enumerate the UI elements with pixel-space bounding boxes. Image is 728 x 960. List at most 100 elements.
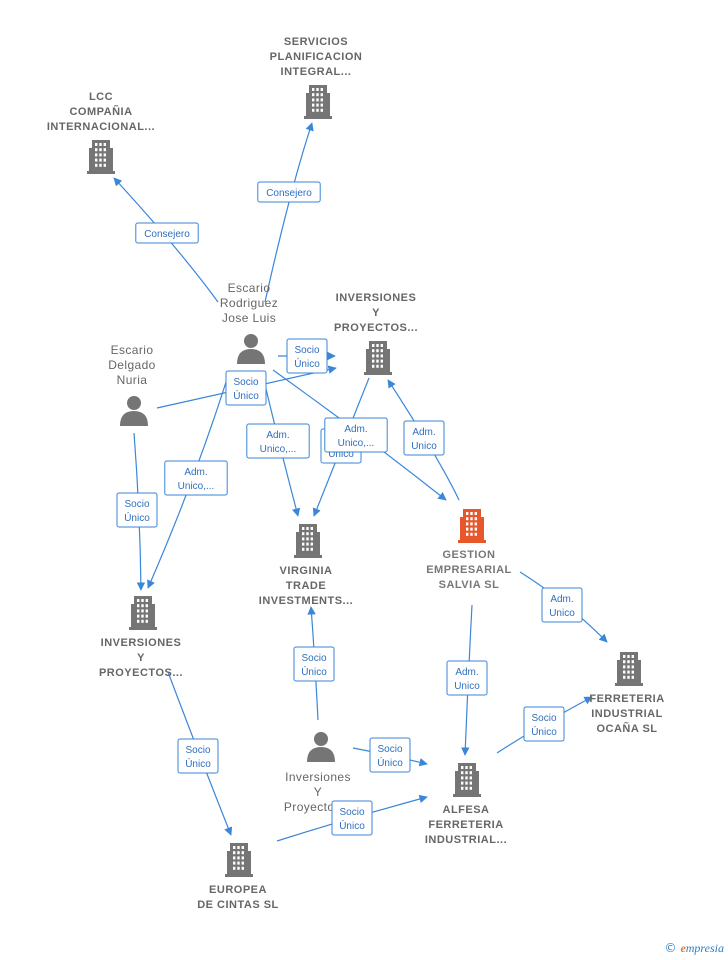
node-label-line: INTEGRAL...: [281, 66, 352, 78]
node-label-line: INVERSIONES: [101, 637, 182, 649]
edge-label-text: Socio: [377, 744, 402, 755]
node-alfesa[interactable]: ALFESA FERRETERIA INDUSTRIAL...: [425, 763, 507, 846]
node-label-line: GESTION: [442, 549, 495, 561]
edge-label-text: Socio: [124, 499, 149, 510]
edge-label-box: [369, 737, 411, 773]
edge-label-box: [403, 420, 445, 456]
building-icon: [453, 763, 481, 797]
node-label-line: INVESTMENTS...: [259, 595, 353, 607]
building-icon: [364, 341, 392, 375]
edge-label-box: [446, 660, 488, 696]
edge-label-text: Único: [339, 819, 365, 832]
node-label-line: EMPRESARIAL: [426, 564, 512, 576]
edge-label-box: [541, 587, 583, 623]
edge-label-text: Unico: [411, 441, 437, 452]
edge-label-text: Único: [185, 757, 211, 770]
node-label-line: TRADE: [286, 580, 326, 592]
edge-label[interactable]: Consejero: [135, 222, 199, 244]
edge-label-text: Adm.: [266, 430, 289, 441]
node-label-line: OCAÑA SL: [596, 722, 657, 735]
node-lcc[interactable]: LCCCOMPAÑIAINTERNACIONAL...: [47, 91, 155, 174]
node-label-line: COMPAÑIA: [69, 105, 132, 118]
edge-label-text: Socio: [339, 807, 364, 818]
node-label-line: DE CINTAS SL: [197, 899, 279, 911]
brand-logo-text: mpresia: [685, 941, 724, 955]
edge-label[interactable]: Adm.Unico,...: [246, 423, 310, 459]
node-label-line: PROYECTOS...: [334, 322, 418, 334]
node-inv-left[interactable]: INVERSIONESYPROYECTOS...: [99, 596, 183, 679]
edge-label[interactable]: Consejero: [257, 181, 321, 203]
edge-label-box: [116, 492, 158, 528]
edge-label-text: Unico,...: [178, 481, 215, 492]
edge-label-box: [523, 706, 565, 742]
node-label-line: Jose Luis: [222, 311, 276, 325]
node-label-line: INVERSIONES: [336, 292, 417, 304]
edge-label-text: Socio: [301, 653, 326, 664]
node-label-line: Rodriguez: [220, 296, 278, 310]
node-label-line: Delgado: [108, 358, 156, 372]
edge-label[interactable]: Adm.Unico: [541, 587, 583, 623]
edge-label-text: Socio: [531, 713, 556, 724]
edge-label-text: Socio: [294, 345, 319, 356]
edge-label[interactable]: Adm.Unico: [446, 660, 488, 696]
building-icon: [225, 843, 253, 877]
node-label-line: Escario: [111, 343, 154, 357]
edge-label-text: Consejero: [266, 188, 312, 199]
node-inv-top[interactable]: INVERSIONES Y PROYECTOS...: [334, 292, 418, 375]
edge-label-text: Único: [377, 756, 403, 769]
edge-label[interactable]: Adm. Unico,...: [164, 460, 228, 496]
edge-label-text: Socio: [233, 377, 258, 388]
person-icon: [120, 396, 148, 426]
edge-label-box: [135, 222, 199, 244]
node-label-line: INTERNACIONAL...: [47, 121, 155, 133]
edge-label-text: Adm.: [412, 427, 435, 438]
node-label-line: ALFESA: [443, 804, 490, 816]
edge-label-text: Adm.: [344, 424, 367, 435]
node-label-line: SALVIA SL: [439, 579, 500, 591]
edge-label-text: Único: [294, 357, 320, 370]
edge-label-text: Socio: [185, 745, 210, 756]
person-icon: [307, 732, 335, 762]
node-label-line: Nuria: [117, 373, 148, 387]
edge-label-text: Único: [124, 511, 150, 524]
node-label-line: Y: [137, 652, 145, 664]
edge-label-text: Único: [301, 665, 327, 678]
edge-label-text: Único: [531, 725, 557, 738]
node-label-line: Y: [372, 307, 380, 319]
node-label-line: INDUSTRIAL: [591, 708, 663, 720]
edge-label-box: [164, 460, 228, 496]
edge-label-text: Consejero: [144, 229, 190, 240]
edge-label-text: Adm.: [550, 594, 573, 605]
edge-label-box: [177, 738, 219, 774]
copyright-symbol: ©: [664, 941, 677, 955]
node-servicios[interactable]: SERVICIOSPLANIFICACIONINTEGRAL...: [270, 36, 363, 119]
edge-labels-layer: ConsejeroConsejeroSocioÚnicoSocioÚnicoAd…: [116, 181, 583, 836]
node-label-line: Y: [314, 785, 322, 799]
edge-label-box: [257, 181, 321, 203]
footer-brand[interactable]: ©empresia: [664, 941, 724, 956]
node-label-line: INDUSTRIAL...: [425, 834, 507, 846]
node-virginia[interactable]: VIRGINIATRADEINVESTMENTS...: [259, 524, 353, 607]
building-icon: [615, 652, 643, 686]
node-label-line: Escario: [228, 281, 271, 295]
node-label-line: FERRETERIA: [428, 819, 503, 831]
edge-label[interactable]: Adm.Unico,...: [324, 417, 388, 453]
edge-label-text: Adm.: [184, 467, 207, 478]
node-gestion[interactable]: GESTION EMPRESARIAL SALVIA SL: [426, 509, 512, 591]
edge-label-text: Adm.: [455, 667, 478, 678]
edge-label[interactable]: Adm. Unico: [403, 420, 445, 456]
building-icon: [304, 85, 332, 119]
building-icon: [87, 140, 115, 174]
